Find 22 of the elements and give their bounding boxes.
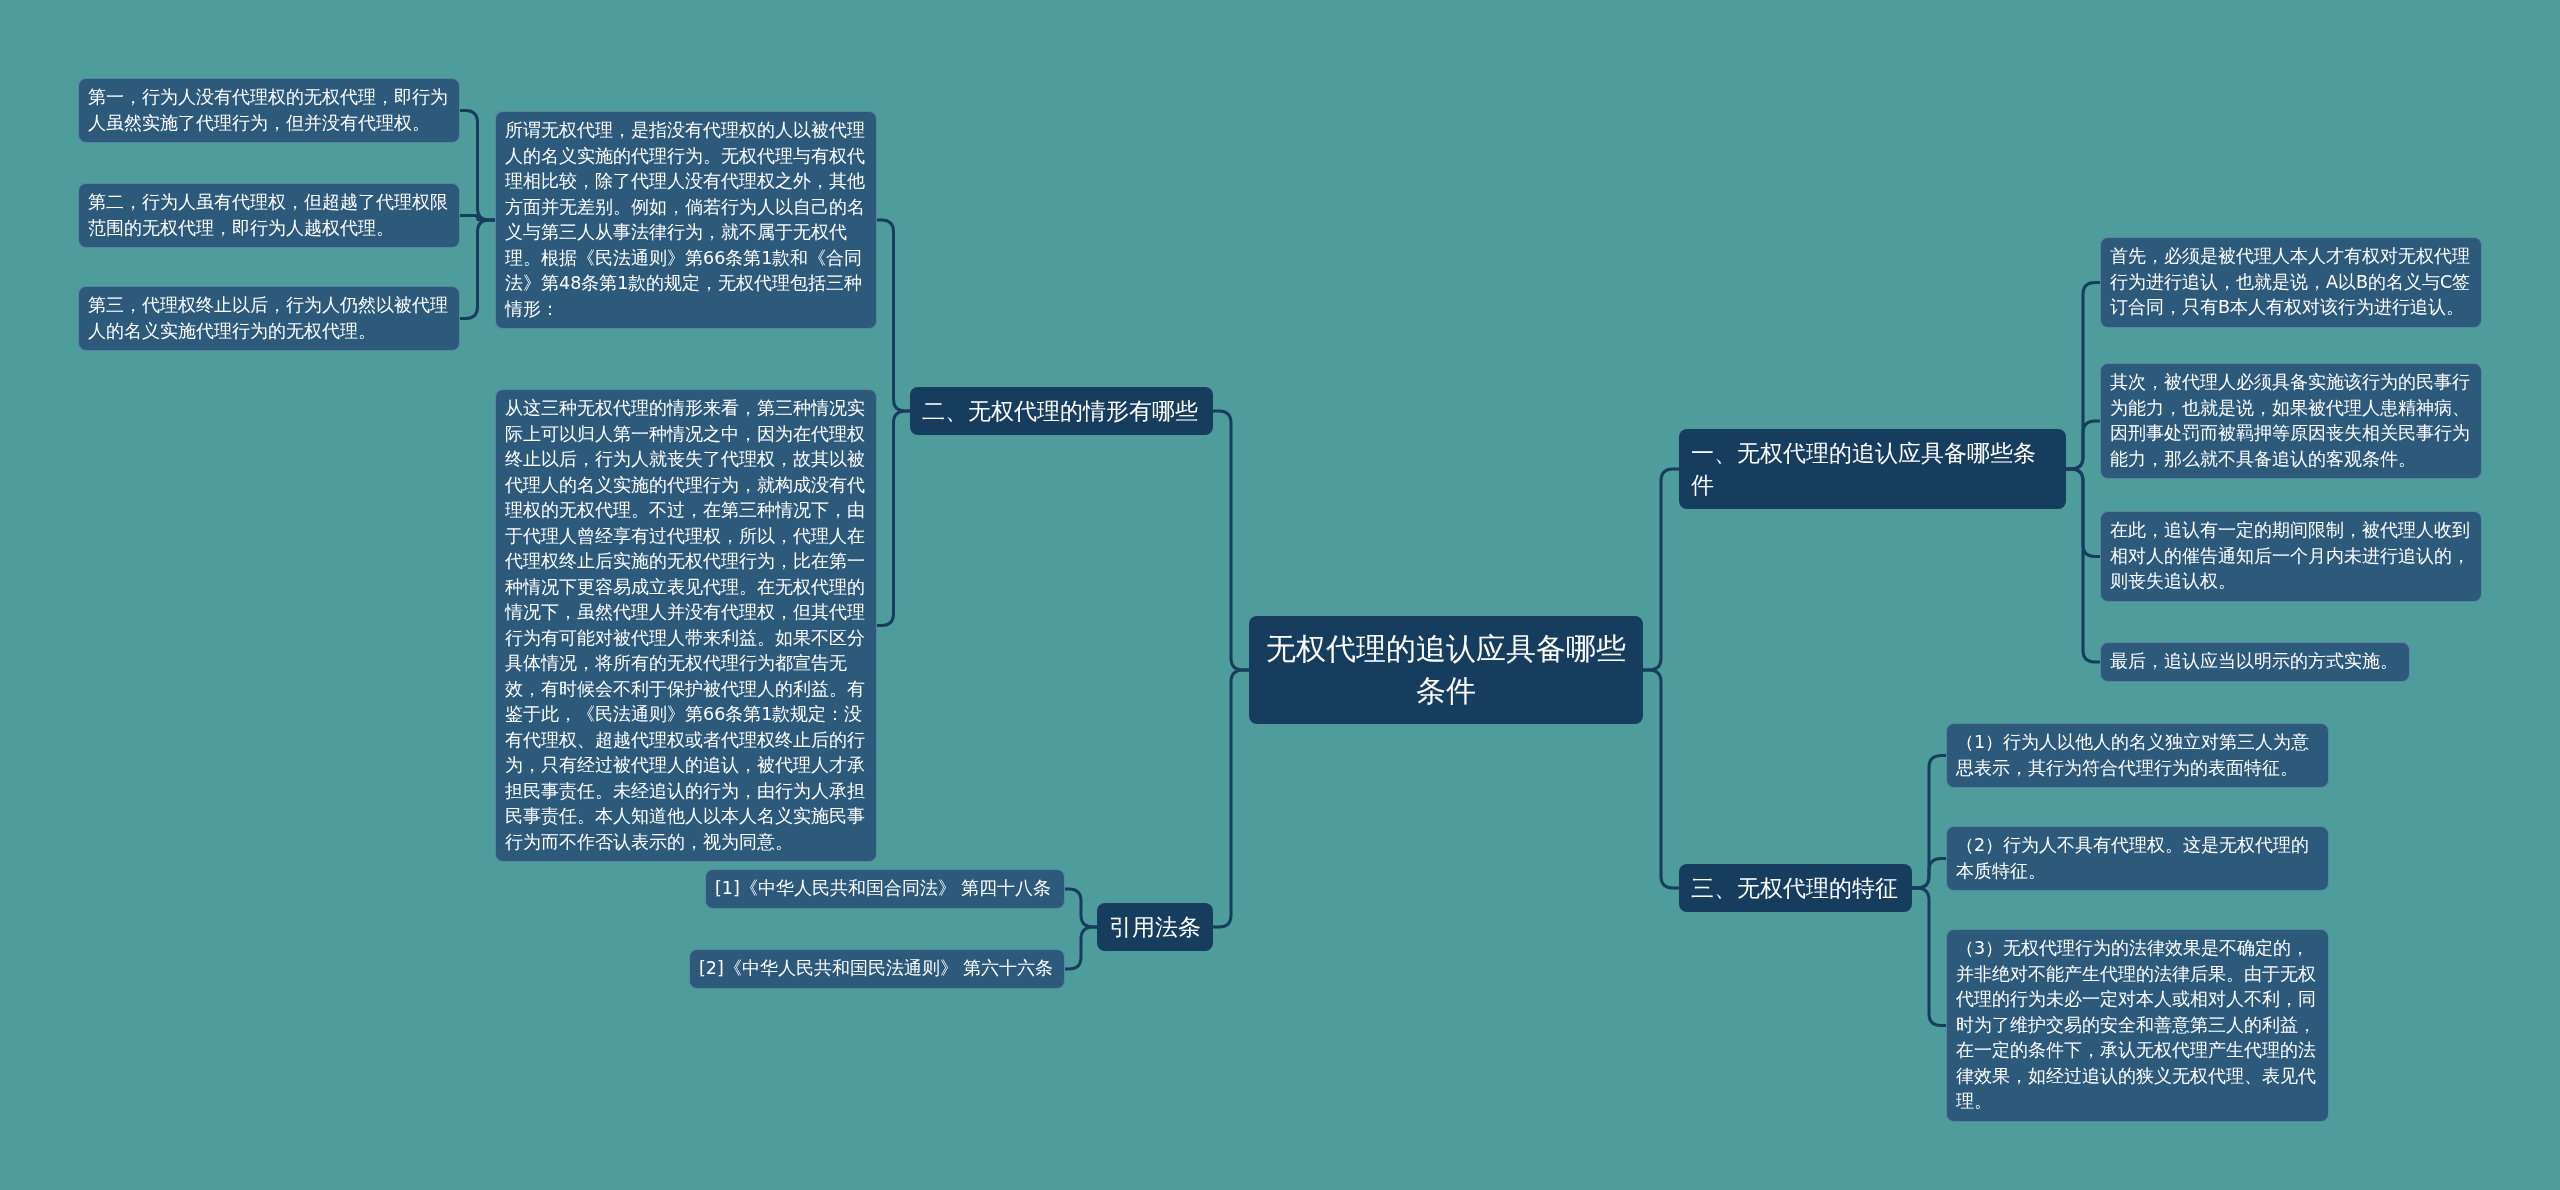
text-box: 第一，行为人没有代理权的无权代理，即行为人虽然实施了代理行为，但并没有代理权。 <box>78 78 460 143</box>
connector-line <box>1065 925 1097 971</box>
text-box: 所谓无权代理，是指没有代理权的人以被代理人的名义实施的代理行为。无权代理与有权代理相比较，除了代理人没有代理权之外，其他方面并无差别。例如，倘若行为人以自己的名义与第三人从事法律行为，就不属于无权代理。根据《民法通则》第66条第1款和《合同法》第48条第1款的规定，无权代理包括三种情形： <box>495 111 877 329</box>
topic-box: 二、无权代理的情形有哪些 <box>910 387 1213 435</box>
text-box: 第三，代理权终止以后，行为人仍然以被代理人的名义实施代理行为的无权代理。 <box>78 286 460 351</box>
text-box: （2）行为人不具有代理权。这是无权代理的本质特征。 <box>1946 826 2329 891</box>
text-box: 首先，必须是被代理人本人才有权对无权代理行为进行追认，也就是说，A以B的名义与C签订合同，只有B本人有权对该行为进行追认。 <box>2100 237 2482 328</box>
text-box: （1）行为人以他人的名义独立对第三人为意思表示，其行为符合代理行为的表面特征。 <box>1946 723 2329 788</box>
topic-box: 三、无权代理的特征 <box>1679 864 1912 912</box>
text-box: 其次，被代理人必须具备实施该行为的民事行为能力，也就是说，如果被代理人患精神病、因刑事处罚而被羁押等原因丧失相关民事行为能力，那么就不具备追认的客观条件。 <box>2100 363 2482 479</box>
text-box: 第二，行为人虽有代理权，但超越了代理权限范围的无权代理，即行为人越权代理。 <box>78 183 460 248</box>
text-box: [1]《中华人民共和国合同法》 第四十八条 <box>705 869 1065 909</box>
connector-line <box>1213 668 1249 929</box>
central-topic-box: 无权代理的追认应具备哪些条件 <box>1249 616 1643 724</box>
connector-line <box>1643 668 1679 890</box>
text-box: 在此，追认有一定的期间限制，被代理人收到相对人的催告通知后一个月内未进行追认的，则丧失追认权。 <box>2100 511 2482 602</box>
topic-box: 引用法条 <box>1097 903 1213 951</box>
text-box: 最后，追认应当以明示的方式实施。 <box>2100 642 2410 682</box>
text-box: （3）无权代理行为的法律效果是不确定的，并非绝对不能产生代理的法律后果。由于无权代理的行为未必一定对本人或相对人不利，同时为了维护交易的安全和善意第三人的利益，在一定的条件下，承认无权代理产生代理的法律效果，如经过追认的狭义无权代理、表见代理。 <box>1946 929 2329 1122</box>
topic-box: 一、无权代理的追认应具备哪些条件 <box>1679 429 2066 509</box>
text-box: [2]《中华人民共和国民法通则》 第六十六条 <box>689 949 1065 989</box>
text-box: 从这三种无权代理的情形来看，第三种情况实际上可以归人第一种情况之中，因为在代理权终止以后，行为人就丧失了代理权，故其以被代理人的名义实施的代理行为，就构成没有代理权的无权代理。不过，在第三种情况下，由于代理人曾经享有过代理权，所以，代理人在代理权终止后实施的无权代理行为，比在第一种情况下更容易成立表见代理。在无权代理的情况下，虽然代理人并没有代理权，但其代理行为有可能对被代理人带来利益。如果不区分具体情况，将所有的无权代理行为都宣告无效，有时候会不利于保护被代理人的利益。有鉴于此，《民法通则》第66条第1款规定：没有代理权、超越代理权或者代理权终止后的行为，只有经过被代理人的追认，被代理人才承担民事责任。未经追认的行为，由行为人承担民事责任。本人知道他人以本人名义实施民事行为而不作否认表示的，视为同意。 <box>495 389 877 862</box>
